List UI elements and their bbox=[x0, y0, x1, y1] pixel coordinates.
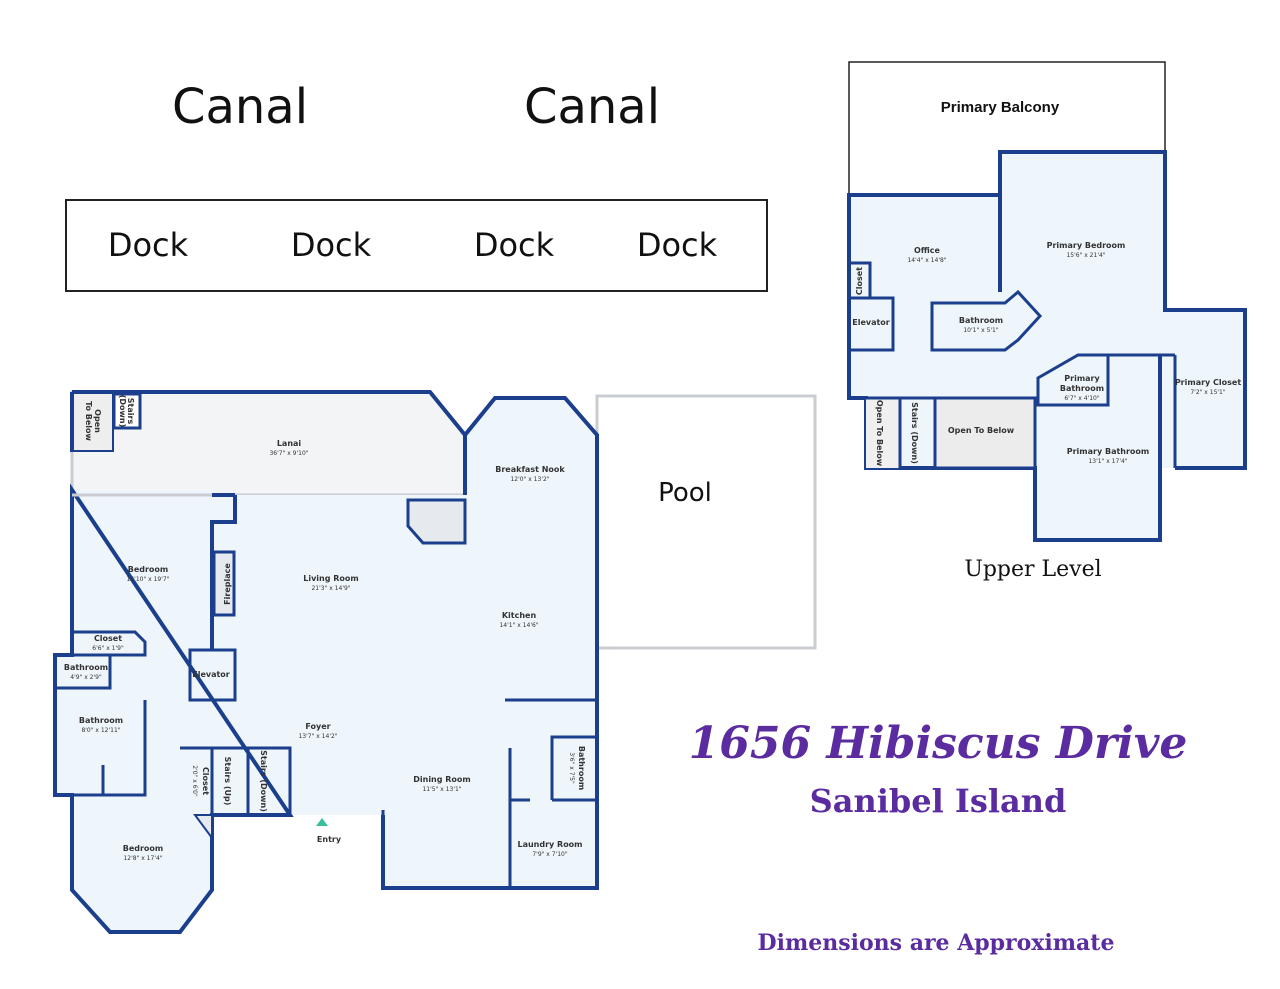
room-dims: 14'4" x 14'8" bbox=[907, 257, 946, 264]
bathroom-outline bbox=[930, 289, 1043, 352]
room-label: Lanai bbox=[277, 439, 302, 448]
room-dims: 14'10" x 19'7" bbox=[127, 576, 170, 583]
pool-label: Pool bbox=[658, 478, 712, 508]
fireplace bbox=[212, 550, 236, 617]
main-level: OpenTo Below Stairs(Down) Lanai 36'7" x … bbox=[53, 390, 599, 934]
stairs-label: Stairs (Down) bbox=[910, 402, 919, 464]
entry-marker-icon bbox=[316, 818, 328, 826]
dock-label: Dock bbox=[108, 226, 189, 264]
room-dims: 10'1" x 5'1" bbox=[963, 327, 999, 334]
room-label: Elevator bbox=[192, 670, 230, 679]
wall bbox=[55, 700, 147, 797]
wall bbox=[180, 746, 292, 815]
room-label: Bathroom bbox=[1060, 384, 1104, 393]
room-label: Open To Below bbox=[875, 400, 884, 467]
wall bbox=[55, 630, 147, 657]
room-label: Primary bbox=[1064, 374, 1100, 383]
room-label: Kitchen bbox=[502, 611, 537, 620]
wall bbox=[70, 390, 467, 452]
room-label: Closet bbox=[94, 634, 122, 643]
room-label: OpenTo Below bbox=[84, 401, 102, 441]
room-dims: 14'1" x 14'6" bbox=[499, 622, 538, 629]
canal-label: Canal bbox=[172, 79, 308, 135]
open-to-below-area bbox=[74, 394, 112, 450]
open-to-below-area bbox=[866, 398, 900, 468]
room-label: Breakfast Nook bbox=[495, 465, 565, 474]
room-dims: 12'0" x 13'2" bbox=[510, 476, 549, 483]
room-dims: 4'9" x 2'9" bbox=[70, 674, 102, 681]
room-label: Primary Closet bbox=[1175, 378, 1242, 387]
room-label: Living Room bbox=[303, 574, 359, 583]
room-label: Dining Room bbox=[413, 775, 471, 784]
room-label: Bathroom bbox=[959, 316, 1003, 325]
wall bbox=[210, 495, 237, 650]
dimensions-note: Dimensions are Approximate bbox=[758, 930, 1115, 956]
room-dims: 21'3" x 14'9" bbox=[311, 585, 350, 592]
room-dims: 7'2" x 15'1" bbox=[1190, 389, 1226, 396]
room-label: Closet bbox=[201, 767, 210, 795]
upper-floor bbox=[849, 152, 1245, 540]
upper-level: Primary Balcony Office 14'4" x 14'8" Pri… bbox=[847, 61, 1247, 582]
hatched-corner bbox=[193, 814, 213, 842]
wall bbox=[550, 735, 597, 800]
room-dims: 6'6" x 1'9" bbox=[92, 645, 124, 652]
room-label: Bathroom bbox=[79, 716, 123, 725]
room-dims: 13'1" x 17'4" bbox=[1088, 458, 1127, 465]
room-dims: 7'9" x 7'10" bbox=[532, 851, 568, 858]
location-subtitle: Sanibel Island bbox=[810, 782, 1067, 820]
upper-level-label: Upper Level bbox=[964, 557, 1101, 582]
room-label: Stairs(Down) bbox=[118, 395, 135, 428]
room-dims: 15'6" x 21'4" bbox=[1066, 252, 1105, 259]
dock-outline bbox=[65, 199, 768, 292]
hatched-corner bbox=[406, 498, 467, 545]
room-label: Primary Balcony bbox=[941, 99, 1060, 116]
stairs-label: Stairs (Down) bbox=[259, 750, 268, 812]
room-dims: 13'7" x 14'2" bbox=[298, 733, 337, 740]
room-dims: 8'0" x 12'11" bbox=[81, 727, 120, 734]
room-dims: 11'5" x 13'1" bbox=[422, 786, 461, 793]
room-label: Elevator bbox=[852, 318, 890, 327]
dock-label: Dock bbox=[637, 226, 718, 264]
room-dims: 3'6" x 7'5" bbox=[568, 752, 575, 784]
room-dims: 36'7" x 9'10" bbox=[269, 450, 308, 457]
room-label: Office bbox=[914, 246, 940, 255]
entry-label: Entry bbox=[317, 835, 342, 844]
elevator-shaft bbox=[847, 296, 895, 352]
wall bbox=[55, 655, 112, 690]
room-label: Bedroom bbox=[123, 844, 164, 853]
wall bbox=[381, 396, 599, 890]
room-label: Bedroom bbox=[128, 565, 169, 574]
lanai-stairs bbox=[112, 392, 142, 430]
room-label: Closet bbox=[855, 267, 864, 295]
room-label: Foyer bbox=[305, 722, 330, 731]
wall bbox=[998, 150, 1247, 470]
room-dims: 12'8" x 17'4" bbox=[123, 855, 162, 862]
room-label: Bathroom bbox=[64, 663, 108, 672]
room-label: Bathroom bbox=[577, 746, 586, 790]
dock-label: Dock bbox=[474, 226, 555, 264]
room-label: Laundry Room bbox=[517, 840, 582, 849]
room-label: Primary Bedroom bbox=[1047, 241, 1126, 250]
canal-label: Canal bbox=[524, 79, 660, 135]
room-dims: 6'7" x 4'10" bbox=[1064, 395, 1100, 402]
room-dims: 2'0" x 6'0" bbox=[191, 765, 198, 797]
pool-outline bbox=[595, 394, 817, 650]
address-title: 1656 Hibiscus Drive bbox=[689, 718, 1188, 769]
room-label: Open To Below bbox=[948, 426, 1015, 435]
room-label: Primary Bathroom bbox=[1067, 447, 1150, 456]
stairs-label: Stairs (Up) bbox=[223, 757, 232, 806]
dock-label: Dock bbox=[291, 226, 372, 264]
open-to-below-area bbox=[933, 396, 1037, 470]
elevator-shaft bbox=[188, 648, 237, 702]
room-label: Fireplace bbox=[223, 563, 232, 605]
wall bbox=[849, 261, 872, 298]
